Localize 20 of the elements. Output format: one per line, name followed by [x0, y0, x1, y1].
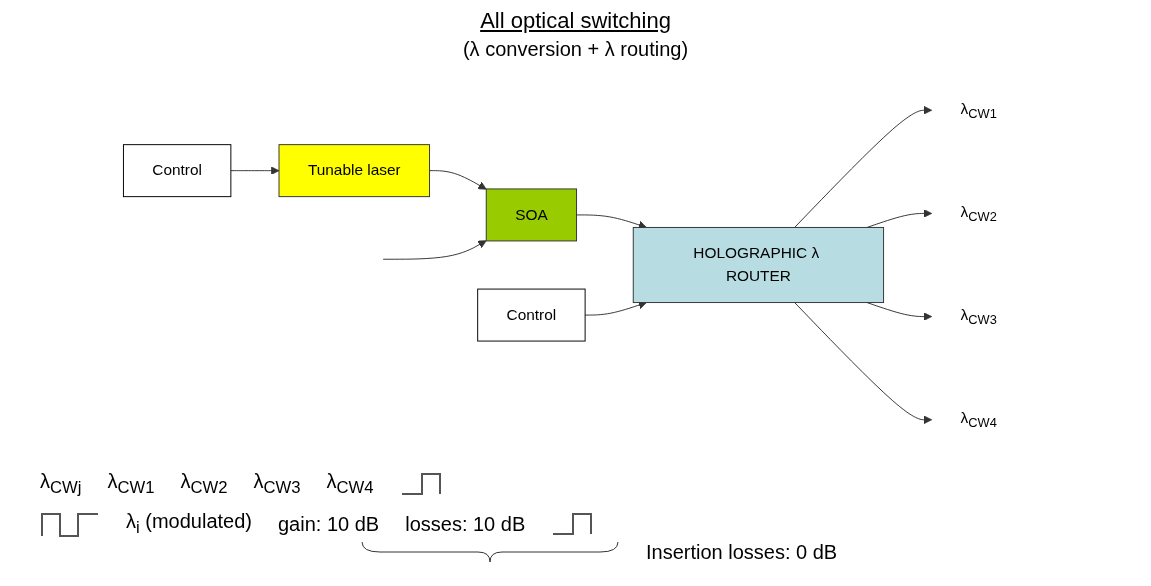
node-text: λ$_{CW4}$ — [961, 409, 998, 430]
node-box: Control — [123, 144, 232, 198]
annotation-text: λ$_{i}$ (modulated) — [126, 510, 252, 538]
annotation-text: λ$_{CWj}$ — [40, 470, 82, 498]
annotation-text: λ$_{CW1}$ — [107, 470, 155, 498]
node-box: SOA — [486, 188, 578, 242]
annotation-text: λ$_{CW3}$ — [253, 470, 301, 498]
annotation-text: λ$_{CW2}$ — [180, 470, 228, 498]
node-box: Tunable laser — [278, 144, 431, 198]
annotation-text: losses: 10 dB — [405, 512, 526, 536]
node-text: λ$_{CW1}$ — [961, 100, 998, 121]
diagram-title: All optical switching — [480, 8, 671, 33]
node-text: λ$_{CW3}$ — [961, 306, 998, 327]
node-text: λ$_{CW2}$ — [961, 203, 998, 224]
subtitle: (λ conversion + λ routing) — [462, 38, 689, 60]
annotation-text: λ$_{CW4}$ — [326, 470, 374, 498]
node-box: HOLOGRAPHIC λ ROUTER — [633, 226, 885, 304]
node-box: Control — [477, 288, 586, 342]
annotation-text: Insertion losses: 0 dB — [646, 540, 838, 564]
annotation-text: gain: 10 dB — [278, 512, 380, 536]
